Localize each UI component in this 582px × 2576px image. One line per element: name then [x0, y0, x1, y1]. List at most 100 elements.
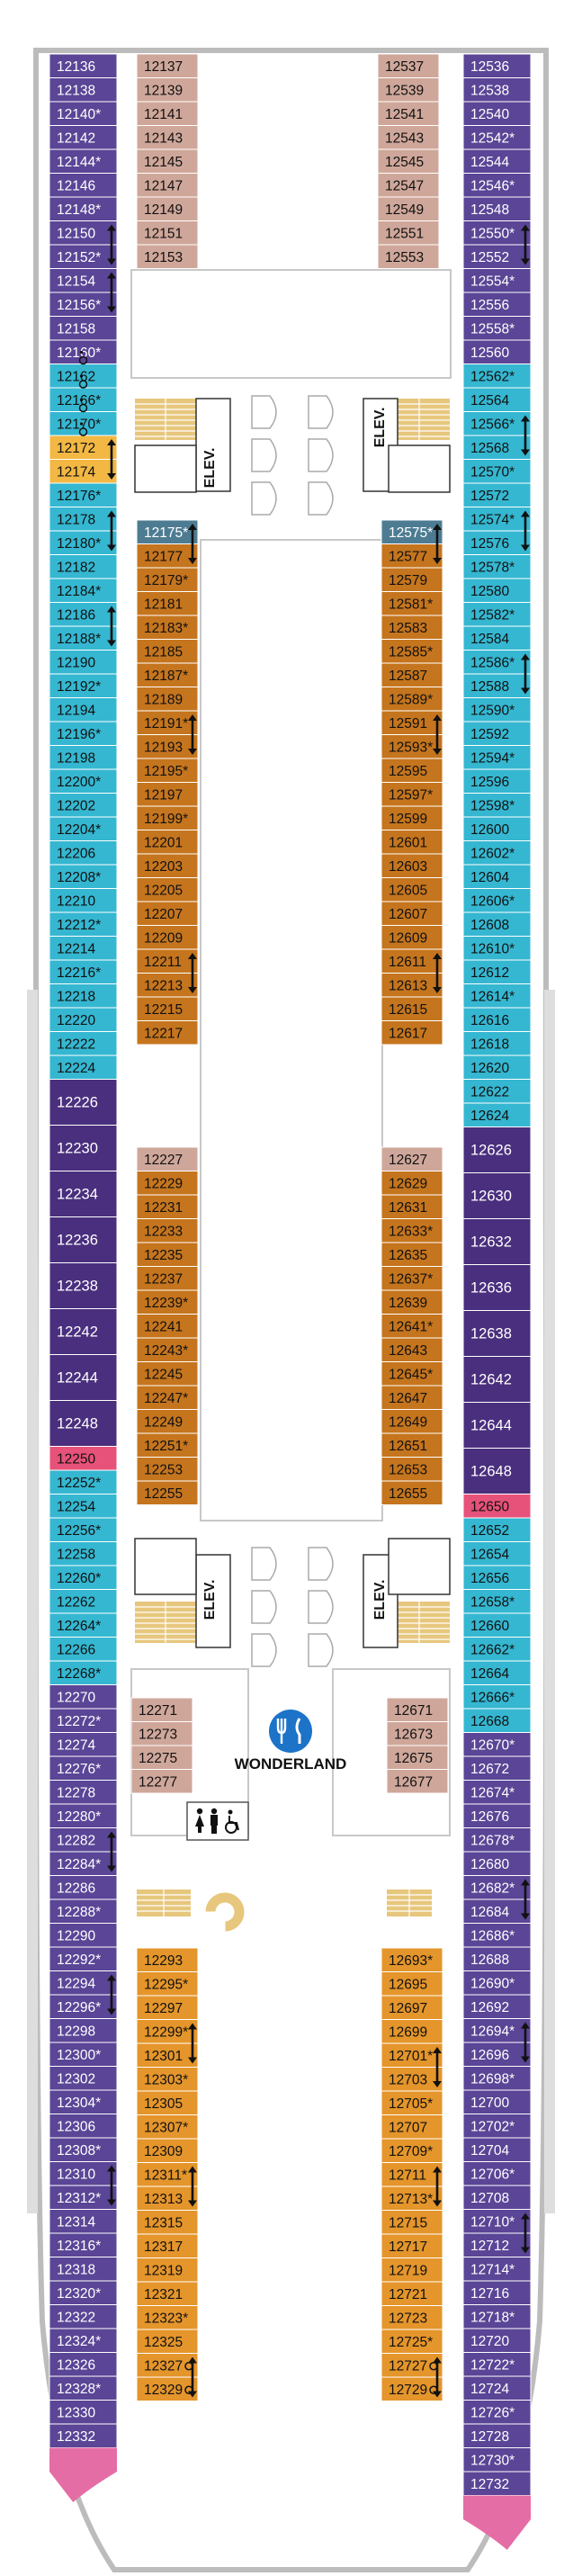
cabin-12235[interactable]: 12235 — [136, 1242, 199, 1267]
cabin-12205[interactable]: 12205 — [136, 877, 199, 902]
cabin-12723[interactable]: 12723 — [381, 2305, 443, 2330]
cabin-12198[interactable]: 12198 — [49, 745, 118, 770]
cabin-12644[interactable]: 12644 — [462, 1402, 532, 1449]
cabin-12673[interactable]: 12673 — [386, 1721, 449, 1746]
cabin-12306[interactable]: 12306 — [49, 2114, 118, 2139]
cabin-12597[interactable]: 12597* — [381, 782, 443, 807]
cabin-12716[interactable]: 12716 — [462, 2280, 532, 2305]
cabin-12699[interactable]: 12699 — [381, 2019, 443, 2044]
cabin-12324[interactable]: 12324* — [49, 2328, 118, 2353]
cabin-12158[interactable]: 12158 — [49, 316, 118, 341]
cabin-12590[interactable]: 12590* — [462, 697, 532, 723]
cabin-12604[interactable]: 12604 — [462, 864, 532, 889]
cabin-12610[interactable]: 12610* — [462, 936, 532, 961]
cabin-12553[interactable]: 12553 — [377, 244, 440, 269]
cabin-12588[interactable]: 12588 — [462, 673, 532, 698]
cabin-12550[interactable]: 12550* — [462, 220, 532, 246]
cabin-12213[interactable]: 12213 — [136, 973, 199, 998]
cabin-12544[interactable]: 12544 — [462, 148, 532, 174]
cabin-12233[interactable]: 12233 — [136, 1218, 199, 1243]
cabin-12607[interactable]: 12607 — [381, 901, 443, 926]
cabin-12249[interactable]: 12249 — [136, 1409, 199, 1434]
cabin-12189[interactable]: 12189 — [136, 687, 199, 712]
cabin-12153[interactable]: 12153 — [136, 244, 199, 269]
cabin-12271[interactable]: 12271 — [130, 1697, 193, 1722]
cabin-12288[interactable]: 12288* — [49, 1898, 118, 1924]
cabin-12293[interactable]: 12293 — [136, 1947, 199, 1972]
cabin-12595[interactable]: 12595 — [381, 758, 443, 783]
cabin-12185[interactable]: 12185 — [136, 639, 199, 664]
cabin-12209[interactable]: 12209 — [136, 925, 199, 950]
cabin-12196[interactable]: 12196* — [49, 721, 118, 746]
cabin-12647[interactable]: 12647 — [381, 1385, 443, 1410]
cabin-12636[interactable]: 12636 — [462, 1264, 532, 1311]
cabin-12617[interactable]: 12617 — [381, 1020, 443, 1046]
cabin-12562[interactable]: 12562* — [462, 364, 532, 389]
cabin-12710[interactable]: 12710* — [462, 2209, 532, 2234]
cabin-12688[interactable]: 12688 — [462, 1946, 532, 1971]
cabin-12212[interactable]: 12212* — [49, 911, 118, 937]
cabin-12536[interactable]: 12536 — [462, 53, 532, 78]
cabin-12672[interactable]: 12672 — [462, 1755, 532, 1781]
cabin-12589[interactable]: 12589* — [381, 687, 443, 712]
cabin-12264[interactable]: 12264* — [49, 1612, 118, 1638]
cabin-12160[interactable]: 12160* — [49, 339, 118, 364]
cabin-12656[interactable]: 12656 — [462, 1565, 532, 1590]
cabin-12268[interactable]: 12268* — [49, 1660, 118, 1685]
cabin-12702[interactable]: 12702* — [462, 2114, 532, 2139]
cabin-12678[interactable]: 12678* — [462, 1827, 532, 1853]
cabin-12317[interactable]: 12317 — [136, 2233, 199, 2258]
cabin-12577[interactable]: 12577 — [381, 543, 443, 569]
cabin-12176[interactable]: 12176* — [49, 482, 118, 507]
cabin-12166[interactable]: 12166* — [49, 374, 118, 412]
cabin-12146[interactable]: 12146 — [49, 173, 118, 198]
cabin-12245[interactable]: 12245 — [136, 1361, 199, 1387]
cabin-12292[interactable]: 12292* — [49, 1946, 118, 1971]
cabin-12675[interactable]: 12675 — [386, 1745, 449, 1770]
cabin-12728[interactable]: 12728 — [462, 2423, 532, 2448]
cabin-12136[interactable]: 12136 — [49, 53, 118, 78]
cabin-12325[interactable]: 12325 — [136, 2329, 199, 2354]
cabin-12312[interactable]: 12312* — [49, 2185, 118, 2210]
cabin-12188[interactable]: 12188* — [49, 625, 118, 651]
cabin-12183[interactable]: 12183* — [136, 615, 199, 640]
cabin-12191[interactable]: 12191* — [136, 710, 199, 735]
cabin-12140[interactable]: 12140* — [49, 101, 118, 126]
cabin-12193[interactable]: 12193 — [136, 734, 199, 759]
cabin-12613[interactable]: 12613 — [381, 973, 443, 998]
cabin-12541[interactable]: 12541 — [377, 101, 440, 126]
cabin-12247[interactable]: 12247* — [136, 1385, 199, 1410]
cabin-12652[interactable]: 12652 — [462, 1517, 532, 1542]
cabin-12587[interactable]: 12587 — [381, 662, 443, 687]
cabin-12540[interactable]: 12540 — [462, 101, 532, 126]
cabin-12698[interactable]: 12698* — [462, 2066, 532, 2091]
cabin-12302[interactable]: 12302 — [49, 2066, 118, 2091]
cabin-12226[interactable]: 12226 — [49, 1079, 118, 1126]
cabin-12301[interactable]: 12301 — [136, 2042, 199, 2068]
cabin-12275[interactable]: 12275 — [130, 1745, 193, 1770]
cabin-12231[interactable]: 12231 — [136, 1194, 199, 1219]
cabin-12645[interactable]: 12645* — [381, 1361, 443, 1387]
cabin-12560[interactable]: 12560 — [462, 339, 532, 364]
cabin-12568[interactable]: 12568 — [462, 435, 532, 460]
cabin-12182[interactable]: 12182 — [49, 554, 118, 579]
cabin-12677[interactable]: 12677 — [386, 1769, 449, 1794]
cabin-12316[interactable]: 12316* — [49, 2232, 118, 2257]
cabin-12239[interactable]: 12239* — [136, 1289, 199, 1315]
cabin-12579[interactable]: 12579 — [381, 567, 443, 592]
cabin-12252[interactable]: 12252* — [49, 1469, 118, 1494]
cabin-12584[interactable]: 12584 — [462, 625, 532, 651]
cabin-12703[interactable]: 12703 — [381, 2067, 443, 2092]
cabin-12682[interactable]: 12682* — [462, 1875, 532, 1900]
cabin-12705[interactable]: 12705* — [381, 2090, 443, 2115]
cabin-12179[interactable]: 12179* — [136, 567, 199, 592]
cabin-12172[interactable]: 12172 — [49, 422, 118, 460]
cabin-12715[interactable]: 12715 — [381, 2210, 443, 2235]
cabin-12255[interactable]: 12255 — [136, 1480, 199, 1505]
cabin-12655[interactable]: 12655 — [381, 1480, 443, 1505]
cabin-12666[interactable]: 12666* — [462, 1684, 532, 1710]
cabin-12697[interactable]: 12697 — [381, 1995, 443, 2020]
cabin-12256[interactable]: 12256* — [49, 1517, 118, 1542]
cabin-12327[interactable]: 12327 — [136, 2353, 199, 2378]
cabin-12580[interactable]: 12580 — [462, 578, 532, 603]
